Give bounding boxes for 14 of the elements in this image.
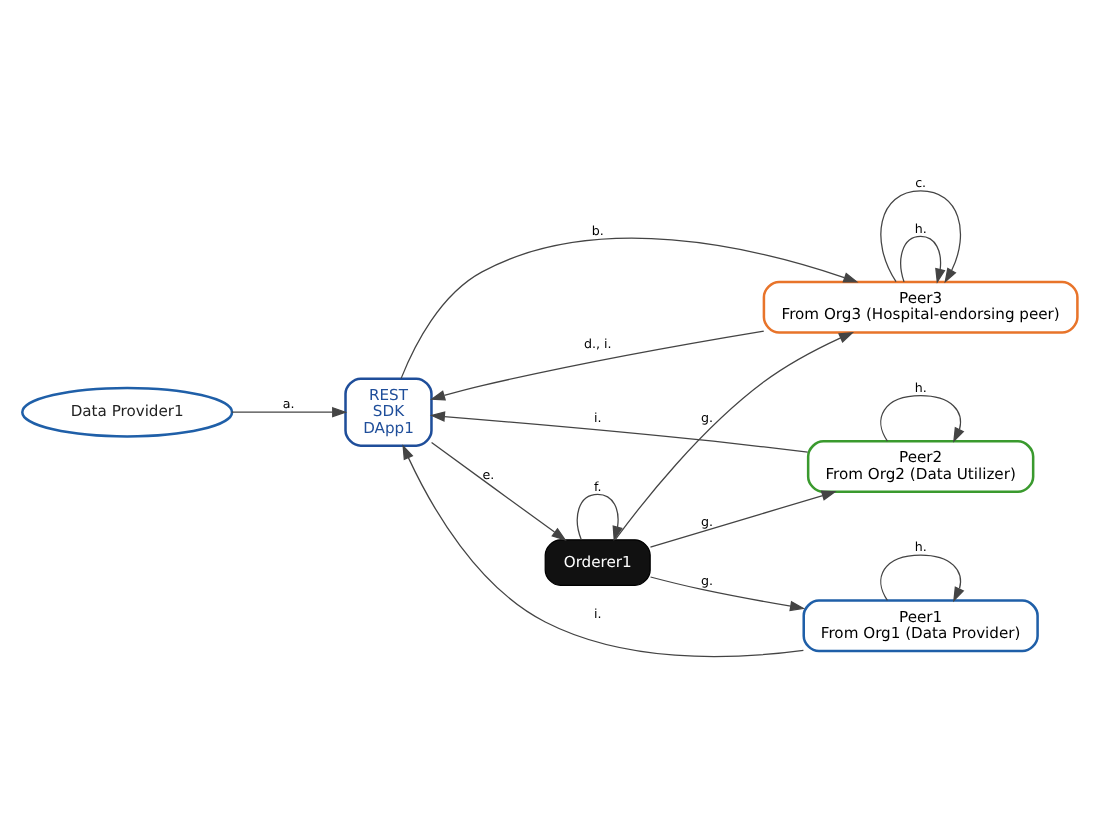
arrow — [880, 394, 965, 442]
arrow — [880, 553, 965, 602]
arrow — [231, 405, 348, 417]
arrow — [900, 234, 946, 283]
arrow — [576, 492, 623, 541]
arrow — [649, 575, 806, 611]
arrow — [614, 330, 855, 540]
arrow — [430, 441, 567, 540]
arrow — [429, 410, 809, 452]
arrow — [429, 329, 765, 400]
arrow — [649, 489, 837, 547]
arrow — [880, 189, 962, 283]
arrow — [400, 236, 859, 378]
arrow — [402, 443, 805, 657]
